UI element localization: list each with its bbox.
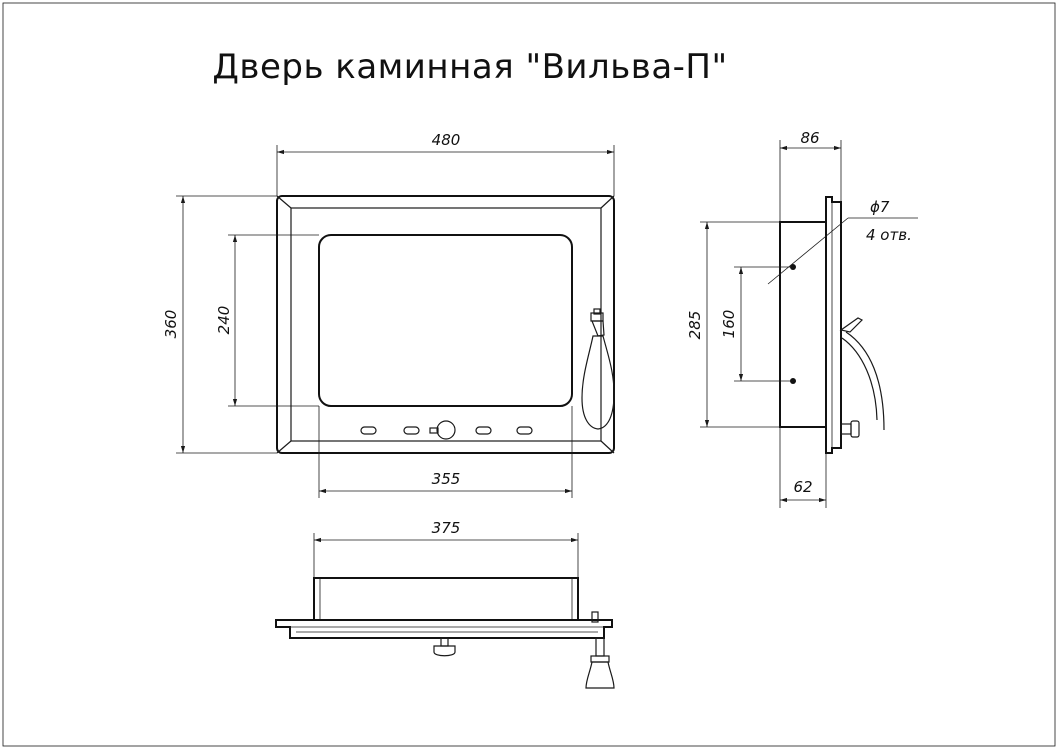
hole-diameter-label: ϕ7 (870, 198, 890, 216)
dim-depth-86: 86 (800, 129, 819, 147)
regulator-knob-side (840, 423, 852, 435)
front-view: 480 360 240 355 (162, 131, 615, 498)
dim-hole-spacing-160: 160 (720, 310, 738, 339)
dim-width-480: 480 (432, 131, 461, 149)
dim-width-375: 375 (432, 519, 461, 537)
vent-slot (475, 426, 492, 435)
vent-slot (516, 426, 533, 435)
hole-count-label: 4 отв. (866, 226, 912, 244)
door-front-plate-top (275, 619, 613, 639)
dim-glass-width-355: 355 (432, 470, 461, 488)
vent-slot (403, 426, 420, 435)
door-bevel-frame (290, 207, 602, 442)
dim-glass-height-240: 240 (215, 306, 233, 335)
door-handle-top (585, 611, 615, 689)
door-outer-frame (276, 195, 615, 454)
regulator-knob-top (440, 637, 449, 647)
top-view: 375 (275, 519, 615, 689)
drawing-title: Дверь каминная "Вильва-П" (212, 47, 727, 87)
air-regulator-knob (436, 420, 456, 440)
dim-body-height-285: 285 (686, 311, 704, 340)
firebox-body-top (313, 577, 579, 621)
side-view: ϕ7 4 отв. 86 285 160 62 (686, 129, 918, 508)
firebox-body (779, 221, 827, 428)
vent-slot (360, 426, 377, 435)
door-glass-window (318, 234, 573, 407)
dim-height-360: 360 (162, 310, 180, 339)
door-front-plate (825, 196, 842, 454)
door-handle-side (839, 317, 885, 431)
door-handle (581, 308, 615, 430)
dim-body-depth-62: 62 (793, 478, 812, 496)
